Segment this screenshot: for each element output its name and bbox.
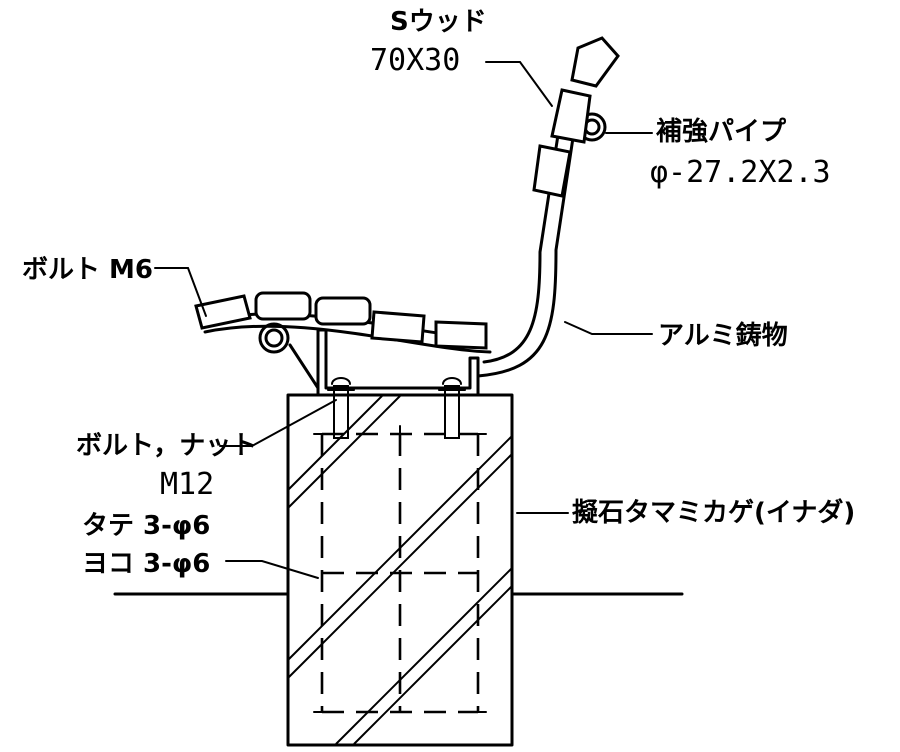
- label-bolt-nut-size: M12: [160, 467, 214, 502]
- hidden-dowel-holes: [313, 425, 487, 714]
- label-pipe-name: 補強パイプ: [655, 117, 787, 147]
- label-bolt-nut: ボルト，ナット: [76, 431, 257, 461]
- label-pipe-size: φ-27.2X2.3: [650, 155, 831, 190]
- anchor-bolts: [327, 377, 466, 439]
- stone-base: [286, 393, 514, 747]
- seat-slats: [194, 291, 488, 350]
- label-stone: 擬石タマミカゲ(イナダ): [572, 497, 855, 528]
- label-wood-name: Sウッド: [390, 7, 487, 37]
- label-vertical-holes: タテ 3-φ6: [82, 511, 210, 541]
- leader-lines: [154, 61, 653, 579]
- label-aluminum: アルミ鋳物: [658, 321, 788, 351]
- aluminum-frame: [203, 116, 578, 397]
- back-slats: [532, 36, 620, 198]
- label-wood-size: 70X30: [370, 43, 460, 78]
- label-horizontal-holes: ヨコ 3-φ6: [82, 549, 210, 579]
- label-bolt-m6: ボルト M6: [22, 255, 153, 285]
